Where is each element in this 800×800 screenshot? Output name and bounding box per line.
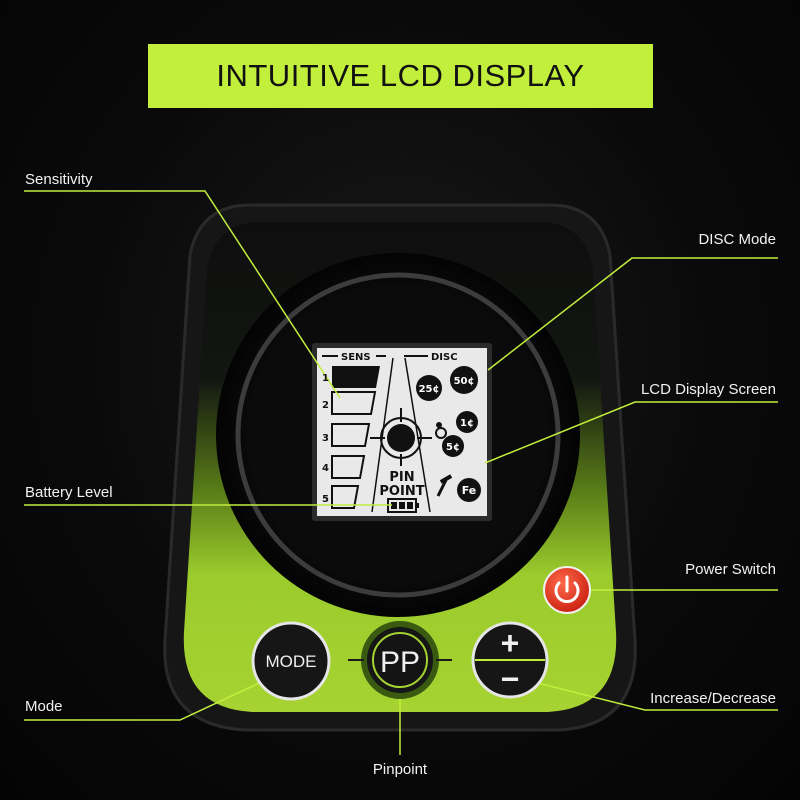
sens-bar-3 (331, 423, 371, 447)
lcd-level-5: 5 (322, 494, 329, 505)
sens-bar-1 (332, 366, 380, 388)
coin-half-label: 50¢ (454, 376, 475, 387)
lcd-point-label: POINT (379, 484, 424, 499)
title-banner: INTUITIVE LCD DISPLAY (148, 44, 653, 108)
lcd-level-3: 3 (322, 433, 329, 444)
mode-button-shape (251, 621, 331, 701)
pinpoint-button[interactable]: PP (380, 646, 420, 679)
mode-button[interactable]: MODE (266, 652, 317, 671)
coin-iron-icon (457, 478, 481, 502)
screw-icon (436, 474, 453, 497)
leader-increase (509, 675, 778, 711)
callout-battery-level: Battery Level (25, 484, 113, 501)
lcd-level-4: 4 (322, 463, 329, 474)
callout-pinpoint: Pinpoint (372, 761, 428, 778)
coin-nickel-label: 5¢ (446, 442, 460, 453)
lcd-pin-label: PIN (389, 470, 414, 485)
lcd-level-1: 1 (322, 373, 329, 384)
callout-increase-decrease: Increase/Decrease (650, 690, 776, 707)
page-title: INTUITIVE LCD DISPLAY (216, 58, 585, 93)
callout-sensitivity: Sensitivity (25, 171, 93, 188)
coil-ring (235, 272, 561, 598)
callout-power-switch: Power Switch (685, 561, 776, 578)
power-switch-button[interactable] (544, 567, 590, 613)
sens-bar-2 (331, 391, 377, 415)
leader-lcd (484, 401, 778, 464)
callout-lcd-screen: LCD Display Screen (640, 381, 776, 398)
sens-bar-4 (331, 455, 366, 479)
increase-button[interactable]: + (501, 625, 520, 661)
lcd-level-2: 2 (322, 400, 329, 411)
coin-quarter-icon (416, 375, 442, 401)
lcd-sens-label: SENS (341, 352, 371, 363)
sens-bar-5 (331, 485, 360, 509)
coin-half-icon (450, 366, 478, 394)
decrease-button[interactable]: − (501, 661, 520, 697)
pinpoint-crosshair-icon (370, 408, 432, 466)
ring-icon (435, 422, 447, 439)
coin-nickel-icon (442, 435, 464, 457)
coin-penny-label: 1¢ (460, 418, 474, 429)
coin-iron-label: Fe (462, 484, 477, 497)
coin-quarter-label: 25¢ (419, 384, 440, 395)
power-icon (554, 575, 580, 603)
leader-disc (487, 257, 778, 371)
lcd-disc-label: DISC (431, 352, 458, 363)
callout-mode: Mode (25, 698, 63, 715)
callout-disc-mode: DISC Mode (698, 231, 776, 248)
coin-penny-icon (456, 411, 478, 433)
leader-sensitivity (24, 190, 341, 399)
